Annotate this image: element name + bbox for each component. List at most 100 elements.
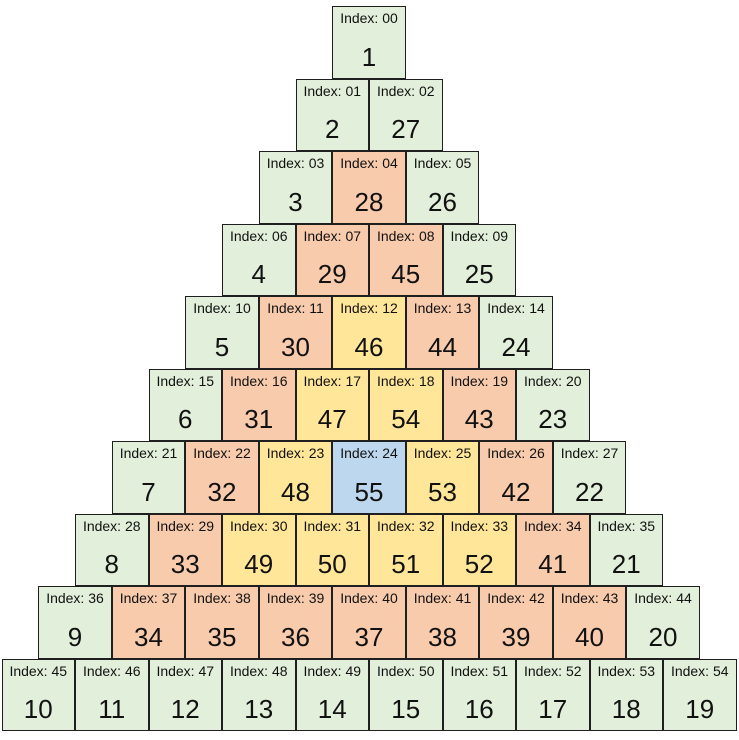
cell-index-label: Index: 31 <box>303 517 362 534</box>
cell-value: 30 <box>281 331 310 362</box>
cell-index-label: Index: 47 <box>156 662 215 679</box>
cell-value: 25 <box>464 259 494 289</box>
cell-index-label: Index: 00 <box>340 10 398 26</box>
pyramid-cell: Index: 30 49 <box>222 513 296 586</box>
cell-index-label: Index: 30 <box>229 517 288 534</box>
cell-value: 49 <box>244 549 274 579</box>
cell-value: 12 <box>170 694 200 724</box>
cell-index-label: Index: 07 <box>303 227 362 244</box>
cell-value: 1 <box>361 41 377 72</box>
cell-index-label: Index: 18 <box>376 372 435 389</box>
cell-value: 10 <box>23 694 53 724</box>
cell-index-label: Index: 14 <box>487 300 545 316</box>
cell-value: 33 <box>170 549 200 579</box>
pyramid-cell: Index: 52 17 <box>516 658 590 731</box>
cell-value: 6 <box>178 404 193 434</box>
cell-value: 20 <box>648 621 678 652</box>
cell-value: 48 <box>281 476 310 507</box>
cell-index-label: Index: 22 <box>193 445 251 461</box>
pyramid-cell: Index: 49 14 <box>295 658 369 731</box>
cell-index-label: Index: 51 <box>450 662 509 679</box>
cell-index-label: Index: 06 <box>229 227 288 244</box>
cell-value: 41 <box>538 549 568 579</box>
cell-index-label: Index: 01 <box>303 82 362 99</box>
cell-value: 50 <box>317 549 347 579</box>
cell-index-label: Index: 54 <box>670 662 729 679</box>
cell-index-label: Index: 04 <box>340 155 398 171</box>
cell-index-label: Index: 20 <box>523 372 582 389</box>
cell-value: 55 <box>354 476 384 507</box>
cell-value: 29 <box>317 259 347 289</box>
cell-index-label: Index: 28 <box>82 517 141 534</box>
cell-index-label: Index: 52 <box>523 662 582 679</box>
cell-index-label: Index: 08 <box>376 227 435 244</box>
cell-value: 36 <box>281 621 310 652</box>
cell-index-label: Index: 49 <box>303 662 362 679</box>
pyramid-cell: Index: 28 8 <box>75 513 149 586</box>
pyramid-cell: Index: 35 21 <box>589 513 663 586</box>
cell-value: 9 <box>67 621 83 652</box>
cell-value: 8 <box>104 549 119 579</box>
cell-value: 28 <box>354 186 384 217</box>
cell-value: 2 <box>325 114 340 144</box>
cell-value: 44 <box>428 331 457 362</box>
pyramid-cell: Index: 47 12 <box>148 658 222 731</box>
cell-index-label: Index: 17 <box>303 372 362 389</box>
cell-value: 7 <box>141 476 156 507</box>
cell-value: 24 <box>501 331 531 362</box>
cell-index-label: Index: 27 <box>560 445 619 461</box>
cell-index-label: Index: 11 <box>267 300 324 316</box>
cell-value: 52 <box>464 549 494 579</box>
cell-value: 17 <box>538 694 568 724</box>
cell-index-label: Index: 10 <box>193 300 251 316</box>
cell-value: 38 <box>428 621 457 652</box>
pyramid-cell: Index: 04 28 <box>332 151 406 224</box>
cell-index-label: Index: 35 <box>597 517 656 534</box>
cell-index-label: Index: 48 <box>229 662 288 679</box>
pyramid-cell: Index: 31 50 <box>295 513 369 586</box>
pyramid-cell: Index: 00 1 <box>332 6 406 79</box>
cell-value: 23 <box>538 404 568 434</box>
cell-value: 15 <box>391 694 421 724</box>
cell-value: 31 <box>244 404 274 434</box>
cell-index-label: Index: 53 <box>597 662 656 679</box>
cell-index-label: Index: 09 <box>450 227 509 244</box>
cell-index-label: Index: 43 <box>560 590 619 606</box>
cell-index-label: Index: 21 <box>119 445 178 461</box>
cell-value: 14 <box>317 694 347 724</box>
cell-index-label: Index: 29 <box>156 517 215 534</box>
cell-value: 21 <box>611 549 641 579</box>
cell-value: 35 <box>207 621 237 652</box>
cell-value: 27 <box>391 114 421 144</box>
pyramid-cell: Index: 20 23 <box>516 368 590 441</box>
cell-value: 51 <box>391 549 421 579</box>
cell-value: 3 <box>288 186 303 217</box>
